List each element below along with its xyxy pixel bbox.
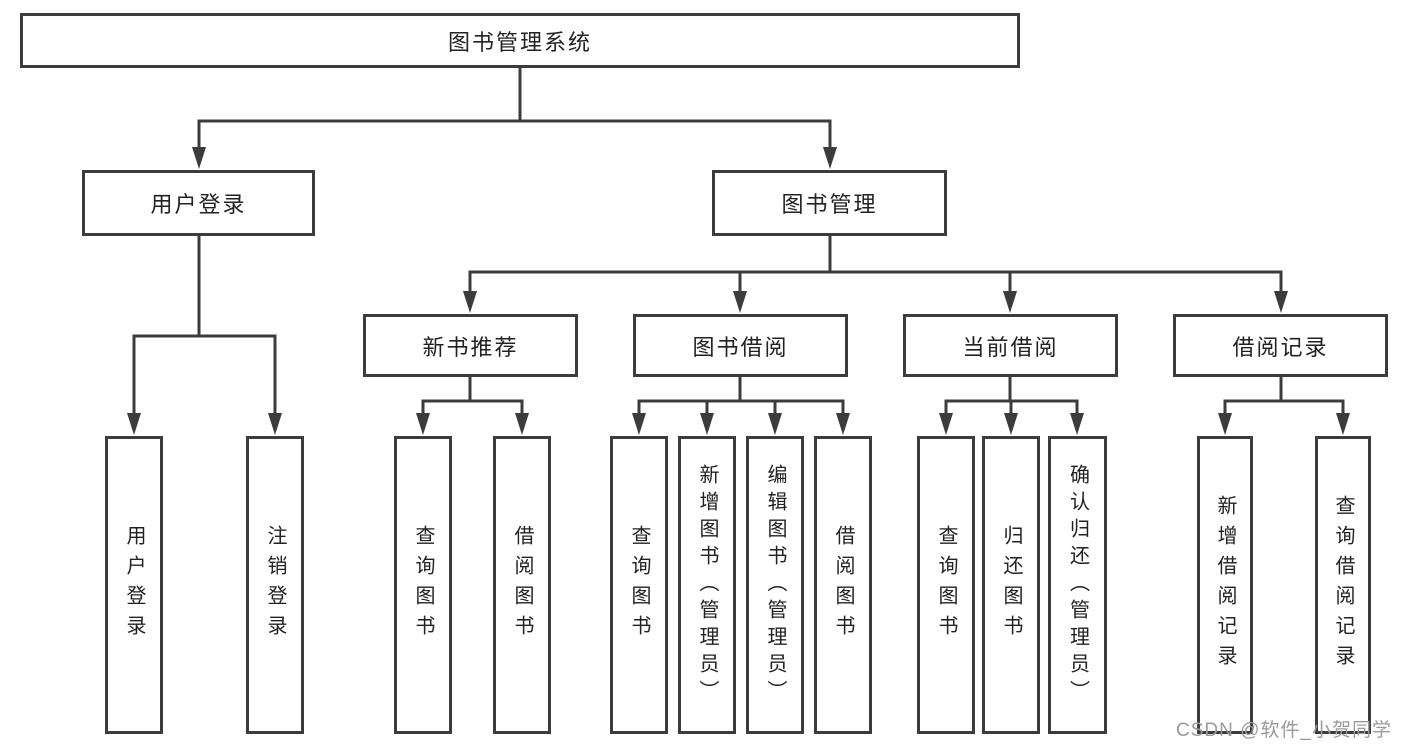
leaf-user-login-label: 用户登录 — [123, 525, 145, 645]
leaf-borrow-books-recommend-label: 借阅图书 — [511, 525, 533, 645]
leaf-query-borrow-record-label: 查询借阅记录 — [1332, 495, 1354, 675]
leaf-borrow-books-recommend: 借阅图书 — [493, 436, 551, 734]
node-library-system-label: 图书管理系统 — [447, 29, 592, 55]
node-book-management: 图书管理 — [712, 170, 947, 236]
node-borrow-records: 借阅记录 — [1173, 314, 1388, 377]
leaf-edit-book-admin-label: 编辑图书（管理员） — [764, 463, 786, 707]
leaf-query-books-recommend-label: 查询图书 — [412, 525, 434, 645]
node-new-book-recommend-label: 新书推荐 — [422, 334, 519, 360]
leaf-query-books-borrowing: 查询图书 — [610, 436, 668, 734]
leaf-query-borrow-record: 查询借阅记录 — [1315, 436, 1371, 734]
leaf-logout: 注销登录 — [246, 436, 304, 734]
leaf-return-books: 归还图书 — [982, 436, 1040, 734]
leaf-confirm-return-admin-label: 确认归还（管理员） — [1066, 463, 1089, 707]
watermark-text: CSDN @软件_小贺同学 — [1176, 720, 1392, 741]
leaf-add-borrow-record-label: 新增借阅记录 — [1214, 495, 1236, 675]
leaf-borrow-books-borrowing: 借阅图书 — [814, 436, 872, 734]
leaf-query-books-current-label: 查询图书 — [935, 525, 957, 645]
leaf-query-books-recommend: 查询图书 — [394, 436, 452, 734]
node-user-login: 用户登录 — [82, 170, 315, 236]
node-borrow-records-label: 借阅记录 — [1232, 334, 1329, 360]
node-current-borrowing: 当前借阅 — [903, 314, 1118, 377]
node-library-system: 图书管理系统 — [20, 13, 1020, 68]
leaf-add-book-admin: 新增图书（管理员） — [678, 436, 736, 734]
leaf-borrow-books-borrowing-label: 借阅图书 — [832, 525, 854, 645]
node-book-borrowing: 图书借阅 — [633, 314, 848, 377]
leaf-confirm-return-admin: 确认归还（管理员） — [1048, 436, 1107, 734]
leaf-return-books-label: 归还图书 — [1000, 525, 1022, 645]
node-book-management-label: 图书管理 — [781, 192, 878, 217]
node-user-login-label: 用户登录 — [150, 192, 247, 217]
leaf-query-books-current: 查询图书 — [917, 436, 975, 734]
leaf-add-borrow-record: 新增借阅记录 — [1197, 436, 1253, 734]
node-book-borrowing-label: 图书借阅 — [692, 334, 789, 360]
leaf-add-book-admin-label: 新增图书（管理员） — [696, 463, 718, 707]
node-current-borrowing-label: 当前借阅 — [962, 334, 1059, 360]
leaf-user-login: 用户登录 — [105, 436, 163, 734]
leaf-logout-label: 注销登录 — [264, 525, 286, 645]
leaf-query-books-borrowing-label: 查询图书 — [628, 525, 650, 645]
leaf-edit-book-admin: 编辑图书（管理员） — [746, 436, 804, 734]
node-new-book-recommend: 新书推荐 — [363, 314, 578, 377]
